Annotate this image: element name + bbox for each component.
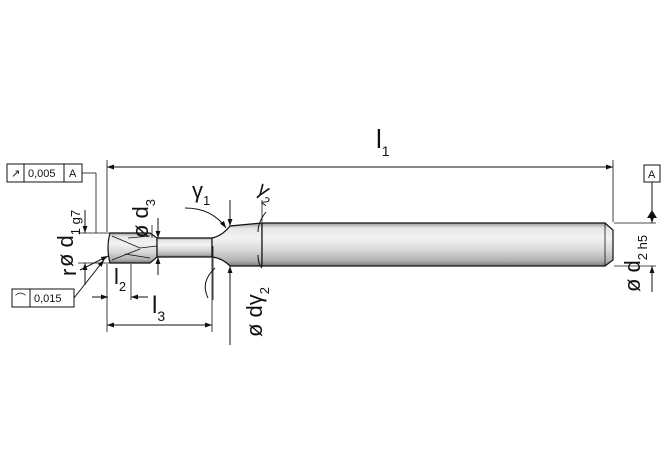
l2-label: l (114, 264, 119, 289)
dy2-subscript: 2 (257, 287, 272, 294)
l3-subscript: 3 (157, 308, 165, 324)
d1-subscript: 1 g7 (68, 210, 83, 235)
svg-text:ø d2 h5: ø d2 h5 (620, 235, 650, 292)
svg-text:l2: l2 (114, 264, 126, 294)
gamma1-label: γ (192, 178, 203, 203)
runout-datum: A (69, 168, 77, 180)
runout-tolerance-frame: ↗ 0,005 A (6, 163, 97, 233)
dimension-dy2: ø dγ2 (227, 200, 272, 345)
r-label: r (56, 269, 81, 276)
svg-text:γ2: γ2 (251, 178, 280, 209)
dimension-l1: l1 (106, 124, 614, 232)
angle-gamma1: γ1 (184, 178, 227, 300)
dimension-d3: ø d3 (128, 199, 161, 275)
d3-subscript: 3 (143, 199, 158, 206)
runout-value: 0,005 (28, 168, 56, 180)
d2-subscript: 2 h5 (635, 235, 650, 260)
profile-tolerance-frame: ⌒ 0,015 (11, 259, 105, 308)
runout-icon: ↗ (11, 168, 20, 180)
neck (156, 237, 213, 258)
gamma1-subscript: 1 (203, 193, 210, 208)
dimension-d2: ø d2 h5 (614, 200, 656, 292)
svg-text:l1: l1 (376, 124, 390, 159)
shank (261, 222, 614, 267)
svg-text:ø d1 g7: ø d1 g7 (53, 210, 83, 267)
svg-text:l3: l3 (152, 292, 165, 324)
l1-label: l (376, 124, 382, 154)
l2-subscript: 2 (119, 279, 126, 294)
dimension-d1: ø d1 g7 (53, 210, 110, 285)
l3-label: l (152, 292, 157, 319)
dimension-l3: l3 (106, 258, 213, 332)
corner-radius-r: r (56, 255, 109, 276)
flute-lines (111, 235, 158, 261)
datum-a: A (643, 164, 661, 218)
transition-cone (211, 222, 263, 267)
d3-label: ø d (128, 206, 153, 238)
datum-a-label: A (648, 169, 656, 181)
d1-label: ø d (53, 235, 78, 267)
l1-subscript: 1 (382, 143, 390, 159)
svg-text:ø d3: ø d3 (128, 199, 158, 238)
dy2-label: ø dγ (242, 294, 267, 337)
profile-icon: ⌒ (15, 292, 26, 305)
dimension-l2: l2 (92, 264, 148, 300)
svg-text:γ1: γ1 (192, 178, 210, 208)
tool-body (107, 222, 614, 267)
profile-value: 0,015 (34, 293, 62, 305)
svg-text:ø dγ2: ø dγ2 (242, 287, 272, 337)
d2-label: ø d (620, 260, 645, 292)
